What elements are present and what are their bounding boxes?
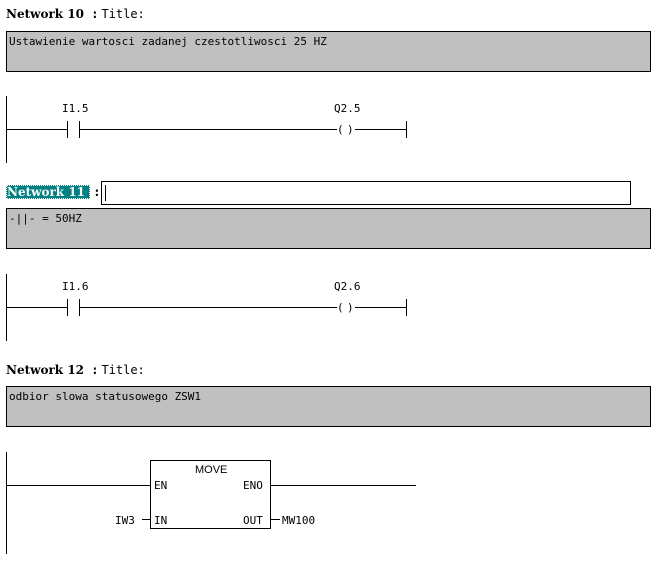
network-10-comment[interactable]: Ustawienie wartosci zadanej czestotliwos… — [6, 31, 651, 72]
network-11-ladder: I1.6 ( ) Q2.6 — [6, 274, 407, 341]
svg-text:(: ( — [337, 123, 344, 136]
move-en-pin: EN — [154, 479, 167, 492]
network-12-ladder: MOVE EN ENO IN OUT IW3 MW100 — [6, 452, 416, 554]
network-12-number: 12 — [67, 363, 85, 377]
network-11-comment[interactable]: -||- = 50HZ — [6, 208, 651, 249]
network-12-comment-text: odbior slowa statusowego ZSW1 — [9, 390, 202, 403]
output-coil-icon[interactable]: ( ) — [337, 123, 354, 136]
network-11-coil-operand[interactable]: Q2.6 — [334, 280, 361, 293]
network-11-contact-operand[interactable]: I1.6 — [62, 280, 89, 293]
normally-open-contact-icon[interactable] — [67, 299, 80, 316]
normally-open-contact-icon[interactable] — [67, 121, 80, 138]
move-in-operand[interactable]: IW3 — [115, 514, 135, 527]
network-10-label-text: Network — [6, 7, 64, 21]
move-block-name: MOVE — [195, 464, 227, 476]
network-11-title-input[interactable] — [101, 181, 631, 205]
network-11-comment-text: -||- = 50HZ — [9, 212, 82, 225]
network-11-number: 11 — [68, 185, 86, 199]
move-eno-pin: ENO — [243, 479, 263, 492]
network-12-title-label[interactable]: Title: — [101, 363, 145, 377]
network-12-header[interactable]: Network 12 :Title: — [6, 361, 145, 379]
network-10-colon: : — [91, 7, 99, 21]
move-block-icon[interactable] — [150, 460, 271, 529]
network-10-label[interactable]: Network 10 — [6, 7, 88, 21]
network-10-header[interactable]: Network 10 :Title: — [6, 5, 145, 23]
network-12-colon: : — [91, 363, 99, 377]
network-10-title-label[interactable]: Title: — [101, 7, 145, 21]
network-10-contact-operand[interactable]: I1.5 — [62, 102, 89, 115]
network-10-ladder: I1.5 ( ) Q2.5 — [6, 96, 407, 163]
network-11-header[interactable]: Network 11 : — [6, 183, 103, 201]
network-11-label-text: Network — [7, 185, 65, 199]
network-12-label[interactable]: Network 12 — [6, 363, 88, 377]
move-out-pin: OUT — [243, 514, 263, 527]
network-12-comment[interactable]: odbior slowa statusowego ZSW1 — [6, 386, 651, 427]
network-12-label-text: Network — [6, 363, 64, 377]
svg-text:): ) — [347, 123, 354, 136]
network-10-number: 10 — [67, 7, 85, 21]
svg-text:(: ( — [337, 301, 344, 314]
move-out-operand[interactable]: MW100 — [282, 514, 315, 527]
text-caret — [105, 185, 106, 201]
network-11-label[interactable]: Network 11 — [6, 185, 91, 199]
svg-text:): ) — [347, 301, 354, 314]
network-11-colon: : — [93, 185, 101, 199]
move-in-pin: IN — [154, 514, 167, 527]
output-coil-icon[interactable]: ( ) — [337, 301, 354, 314]
network-10-coil-operand[interactable]: Q2.5 — [334, 102, 361, 115]
network-10-comment-text: Ustawienie wartosci zadanej czestotliwos… — [9, 35, 327, 48]
